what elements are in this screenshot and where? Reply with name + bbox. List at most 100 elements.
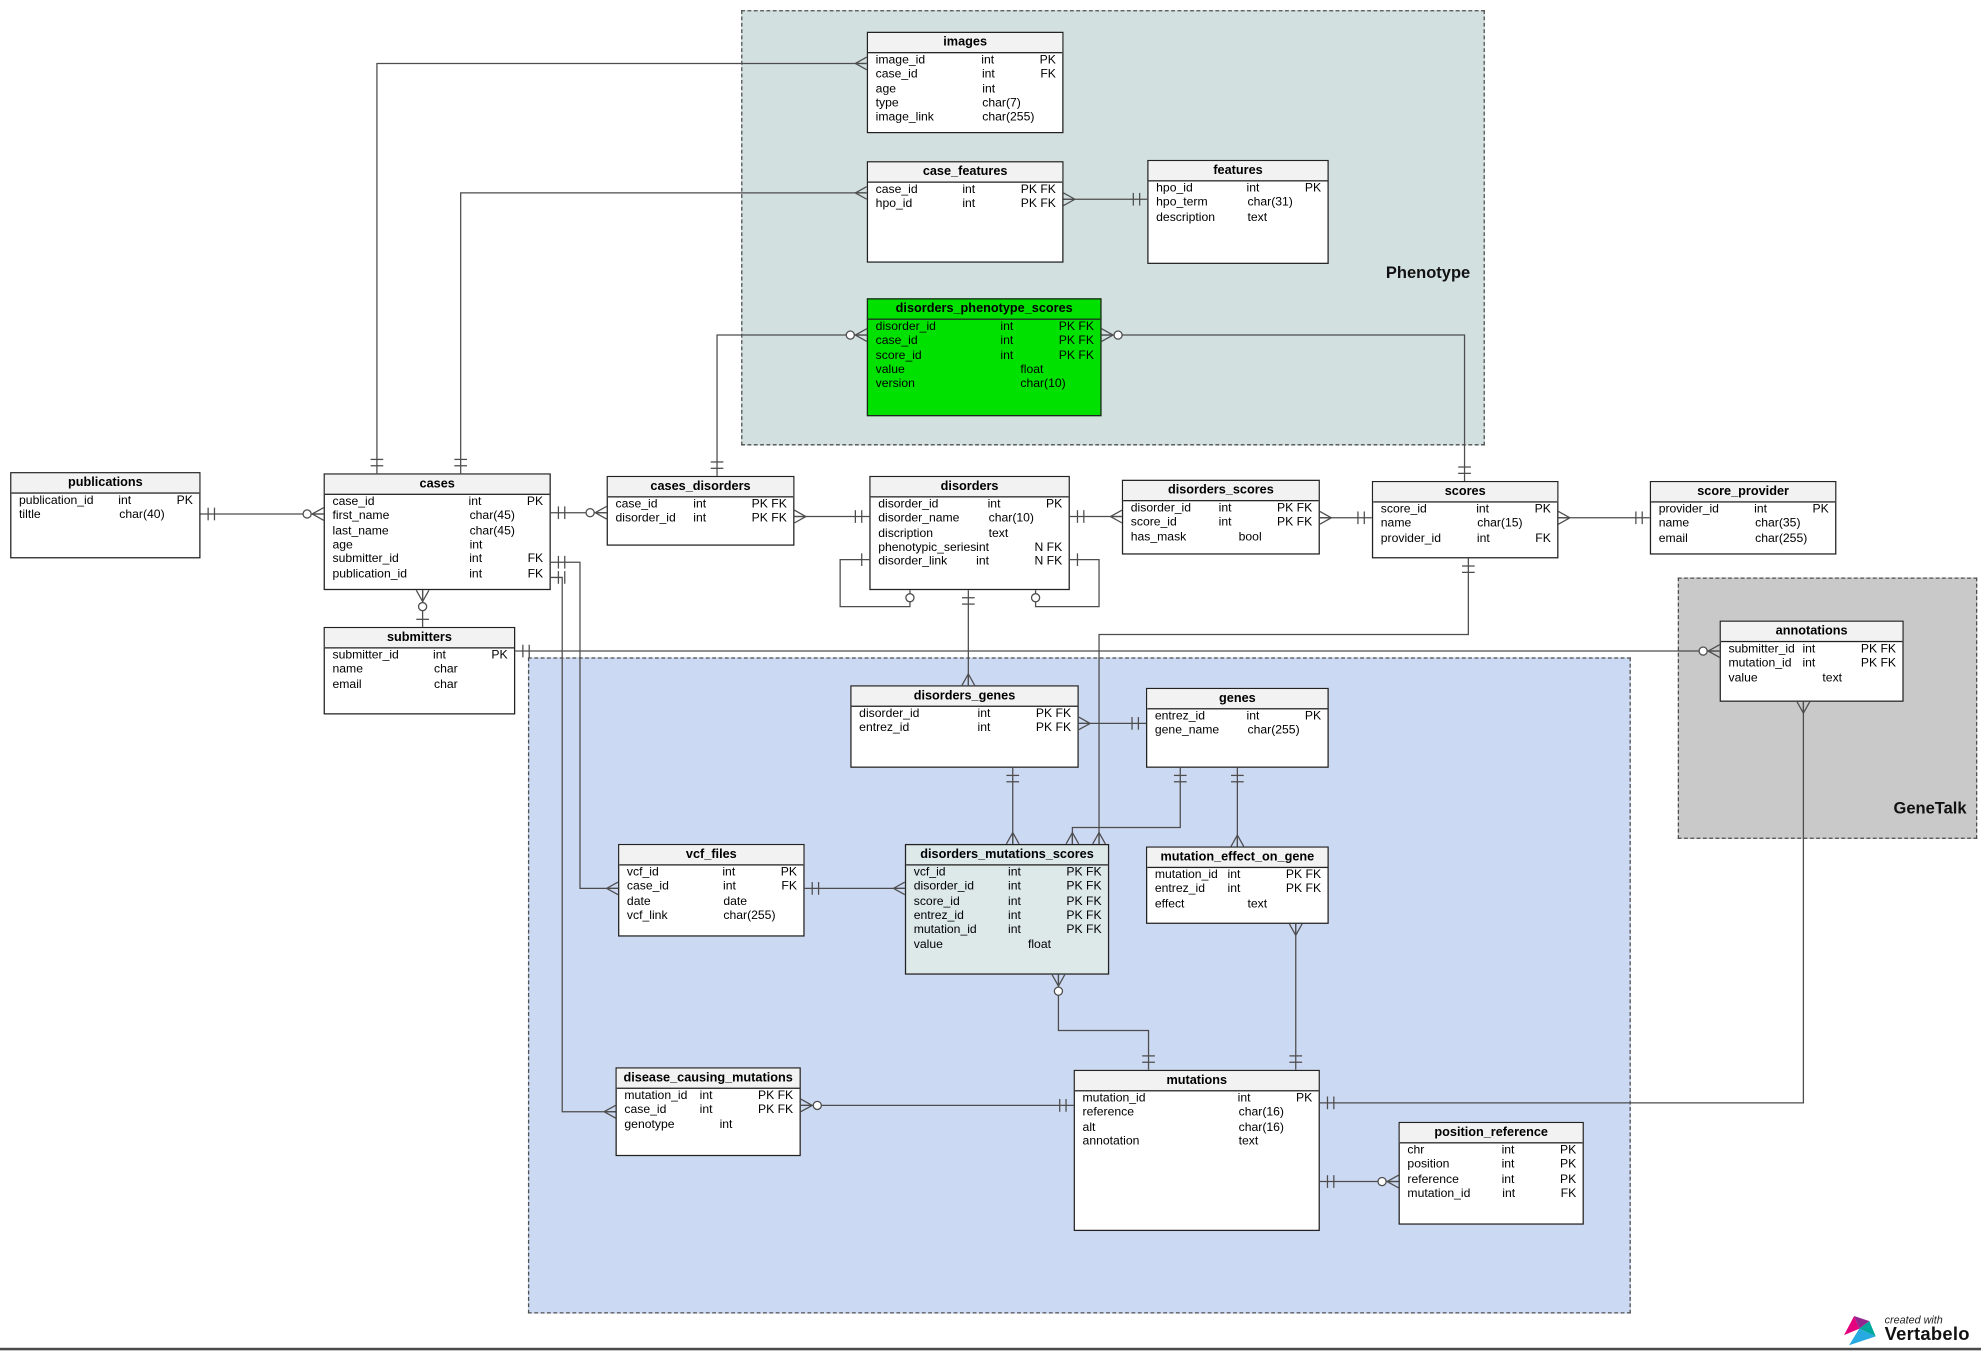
relationship-marker	[1078, 716, 1091, 724]
column-name: image_id	[875, 53, 926, 68]
relationship-marker	[594, 512, 607, 520]
column-name: first_name	[332, 509, 390, 524]
column-type: int	[1000, 348, 1014, 363]
column-name: gene_name	[1154, 723, 1220, 738]
column-name: disorder_id	[1130, 501, 1192, 516]
column-name: disorder_name	[878, 511, 960, 526]
relationship-circle-marker	[1113, 330, 1123, 340]
column-name: email	[1658, 531, 1688, 546]
column-type: char(16)	[1238, 1105, 1284, 1120]
relationship-marker	[1071, 832, 1080, 845]
column-name: mutation_id	[1154, 868, 1218, 883]
column-type: int	[699, 1103, 713, 1118]
column-keys: PK FK	[1066, 908, 1102, 923]
relationship-marker	[1101, 328, 1114, 336]
column-type: int	[469, 552, 483, 567]
column-keys: PK	[176, 493, 193, 508]
relationship-marker	[1101, 334, 1114, 342]
column-keys: PK FK	[1020, 197, 1056, 212]
table-title: annotations	[1720, 621, 1903, 643]
column-name: age	[332, 538, 353, 553]
column-name: disorder_link	[878, 555, 948, 570]
column-name: mutation_id	[624, 1088, 688, 1103]
column-type: int	[469, 538, 483, 553]
column-keys: PK	[1559, 1157, 1577, 1172]
column-type: date	[723, 894, 748, 909]
column-type: int	[1501, 1143, 1515, 1158]
column-name: value	[875, 363, 905, 377]
column-type: text	[1238, 1134, 1259, 1149]
column-type: int	[693, 511, 707, 526]
vertabelo-branding[interactable]: created with Vertabelo	[1843, 1314, 1970, 1347]
column-name: discription	[878, 526, 934, 541]
column-keys: PK FK	[757, 1088, 794, 1103]
relationship-marker	[1319, 510, 1332, 519]
column-keys: PK	[1559, 1172, 1577, 1187]
column-keys: N FK	[1034, 555, 1063, 570]
column-type: char	[434, 662, 458, 677]
column-type: int	[719, 1117, 733, 1132]
group-label-phenotype: Phenotype	[1385, 262, 1471, 282]
column-type: char(35)	[1755, 516, 1801, 531]
column-name: publication_id	[332, 566, 407, 581]
relationship-circle-marker	[1053, 986, 1064, 996]
column-name: mutation_id	[1407, 1186, 1471, 1201]
column-type: int	[1008, 908, 1021, 923]
column-type: int	[693, 497, 707, 512]
relationship-marker	[603, 1111, 616, 1119]
column-keys: PK FK	[1066, 865, 1102, 880]
column-type: text	[988, 526, 1009, 541]
column-keys: PK FK	[1285, 868, 1322, 883]
column-keys: PK FK	[1277, 515, 1313, 530]
table-title: score_provider	[1651, 482, 1836, 503]
column-keys: PK FK	[1058, 348, 1094, 363]
relationship-marker	[603, 1104, 616, 1113]
relationship-circle-marker	[1030, 593, 1041, 603]
column-keys: FK	[1040, 67, 1056, 82]
relationship-marker	[855, 56, 868, 65]
column-type: char	[434, 677, 458, 692]
column-keys: PK	[1295, 1091, 1313, 1106]
column-name: annotation	[1082, 1134, 1140, 1149]
column-type: char(10)	[1020, 377, 1066, 392]
